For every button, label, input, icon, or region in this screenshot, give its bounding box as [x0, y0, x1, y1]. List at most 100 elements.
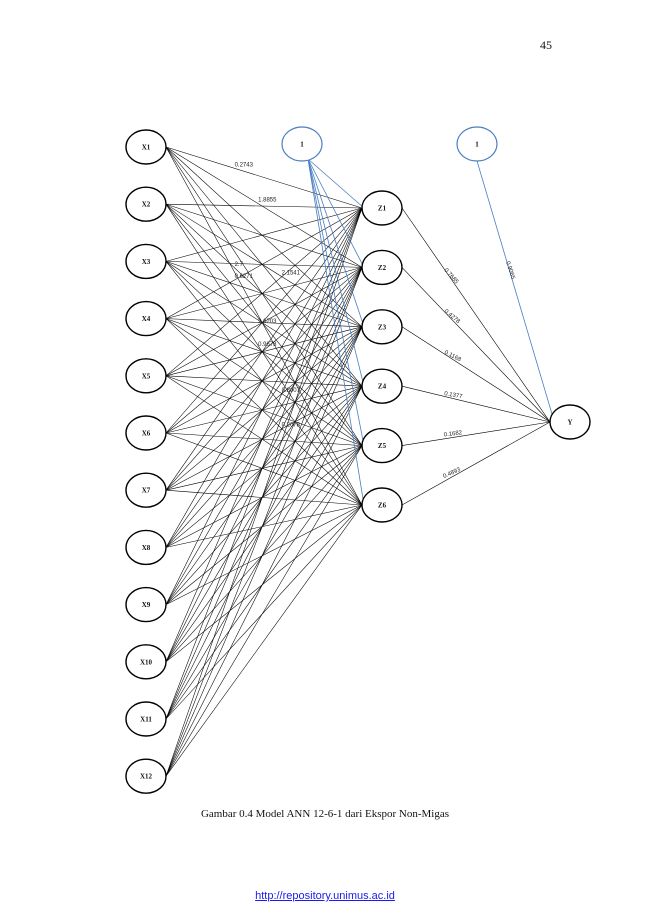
- edge-x1-z3: [165, 146, 363, 328]
- edge-x5-z5: [165, 375, 363, 446]
- edge-x1-z1: [165, 146, 363, 209]
- bias-edge-z2: [307, 158, 365, 268]
- bias-edge-y: [476, 160, 553, 415]
- edge-x9-z2: [165, 267, 363, 605]
- edge-x9-z3: [165, 326, 363, 605]
- edge-x3-z5: [165, 261, 363, 446]
- edge-x8-z6: [165, 504, 363, 548]
- input-node-3-label: X3: [142, 258, 151, 266]
- bias-node-output: 1: [456, 126, 498, 162]
- input-node-10: X10: [125, 644, 167, 680]
- input-node-3: X3: [125, 243, 167, 280]
- edge-x4-z1: [165, 207, 363, 319]
- input-node-1-label: X1: [142, 144, 151, 152]
- edge-x1-z5: [165, 146, 363, 446]
- edge-x7-z6: [165, 489, 363, 506]
- edge-x11-z2: [165, 267, 363, 720]
- edge-x2-z5: [165, 204, 363, 446]
- hidden-node-5: Z5: [361, 427, 403, 464]
- edge-x12-z4: [165, 386, 363, 777]
- bias-edge-z4: [307, 158, 365, 387]
- edge-z1-y: [401, 207, 551, 423]
- hidden-output-weight-label: 0.1682: [443, 430, 463, 438]
- edge-x10-z2: [165, 267, 363, 662]
- edge-x3-z6: [165, 261, 363, 506]
- bias-edge-z3: [307, 158, 365, 327]
- bias-edge-z1: [307, 158, 365, 209]
- input-node-9: X9: [125, 586, 167, 623]
- hidden-output-weight-label: 0.7685: [442, 268, 459, 286]
- hidden-output-weight-label: 0.4893: [442, 467, 462, 480]
- page-number: 45: [540, 38, 552, 52]
- bias-edge-z6: [307, 158, 365, 506]
- input-weight-label: 0.8007: [282, 388, 301, 394]
- hidden-node-3: Z3: [361, 309, 403, 345]
- input-node-1: X1: [125, 129, 167, 165]
- edge-x4-z6: [165, 318, 363, 506]
- input-node-7: X7: [125, 472, 167, 508]
- input-node-10-label: X10: [140, 658, 153, 666]
- edge-x11-z6: [165, 504, 363, 720]
- network-nodes: X1X2X3X4X5X6X7X8X9X10X11X12Z1Z2Z3Z4Z5Z6Y…: [125, 126, 591, 794]
- input-node-5: X5: [125, 358, 167, 394]
- hidden-node-1-label: Z1: [378, 205, 387, 213]
- edge-x8-z2: [165, 267, 363, 548]
- edge-x2-z4: [165, 203, 363, 387]
- input-weight-label: 2.1541: [282, 271, 301, 277]
- input-node-4-label: X4: [142, 315, 151, 323]
- hidden-node-2: Z2: [361, 249, 403, 286]
- edge-x10-z1: [165, 207, 363, 662]
- edge-x6-z6: [165, 432, 363, 506]
- edge-x8-z4: [165, 385, 363, 548]
- edge-x10-z4: [165, 386, 363, 662]
- edge-x1-z4: [165, 146, 363, 387]
- input-node-2: X2: [125, 186, 167, 222]
- hidden-node-2-label: Z2: [378, 264, 387, 272]
- edge-x9-z4: [165, 386, 363, 605]
- edge-x5-z4: [165, 375, 363, 387]
- edge-x3-z3: [165, 261, 363, 328]
- edge-x9-z5: [165, 445, 363, 605]
- repository-link[interactable]: http://repository.unimus.ac.id: [255, 890, 395, 902]
- edge-x6-z3: [165, 326, 363, 434]
- input-node-2-label: X2: [142, 201, 151, 209]
- edge-x6-z2: [165, 267, 363, 434]
- input-node-6: X6: [125, 415, 167, 451]
- bias-node-hidden-label: 1: [300, 141, 304, 149]
- input-node-6-label: X6: [142, 430, 151, 438]
- hidden-output-weight-label: 0.1377: [444, 391, 464, 400]
- input-weight-label: 0.2743: [235, 162, 254, 168]
- edge-x12-z1: [165, 207, 363, 777]
- edge-x2-z1: [165, 203, 363, 209]
- edge-x6-z5: [165, 432, 363, 446]
- hidden-node-4: Z4: [361, 368, 403, 404]
- hidden-output-weight-label: 0.1168: [443, 350, 462, 364]
- edge-x7-z1: [165, 207, 363, 491]
- edge-x11-z4: [165, 386, 363, 720]
- figure-caption: Gambar 0.4 Model ANN 12-6-1 dari Ekspor …: [200, 808, 450, 820]
- input-weight-label: 1.8855: [258, 198, 277, 204]
- input-weight-label: 0.2078: [282, 423, 301, 429]
- edge-x5-z1: [165, 207, 363, 377]
- edge-x11-z3: [165, 326, 363, 720]
- edge-x4-z2: [165, 267, 363, 319]
- edge-x4-z4: [165, 318, 363, 387]
- output-node-label: Y: [567, 419, 572, 427]
- hidden-node-6: Z6: [361, 487, 403, 523]
- edge-x9-z1: [165, 207, 363, 605]
- edge-x11-z5: [165, 445, 363, 720]
- hidden-node-6-label: Z6: [378, 502, 387, 510]
- edge-x7-z5: [165, 445, 363, 491]
- edge-x10-z5: [165, 445, 363, 662]
- hidden-node-3-label: Z3: [378, 323, 387, 331]
- input-node-8-label: X8: [142, 544, 151, 552]
- edge-x10-z6: [165, 504, 363, 663]
- edge-x7-z3: [165, 326, 363, 491]
- edge-x4-z3: [165, 318, 363, 328]
- edge-x1-z2: [165, 146, 363, 268]
- edge-x4-z5: [165, 318, 363, 446]
- edge-x12-z5: [165, 445, 363, 777]
- edge-x6-z4: [165, 385, 363, 434]
- edge-z5-y: [401, 421, 551, 446]
- edge-x2-z2: [165, 203, 363, 268]
